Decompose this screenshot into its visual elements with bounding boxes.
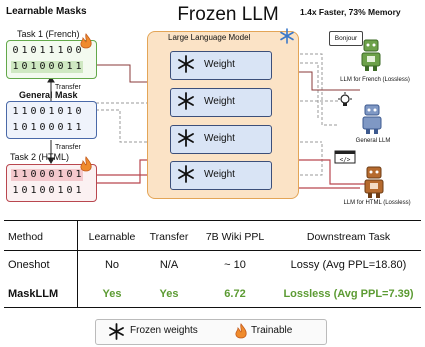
snowflake-icon	[178, 165, 194, 183]
html-llm-label: LLM for HTML (Lossless)	[343, 200, 411, 206]
task1-label: Task 1 (French)	[17, 29, 80, 39]
flame-icon	[80, 33, 92, 49]
table-header-rule	[4, 250, 421, 251]
table-divider	[77, 220, 78, 307]
weight-block-1: Weight	[170, 51, 272, 80]
frozen-llm-title: Frozen LLM	[177, 4, 279, 25]
french-llm-label: LLM for French (Lossless)	[340, 77, 410, 83]
transfer-label-2: Transfer	[55, 144, 81, 151]
header-transfer: Transfer	[149, 230, 189, 243]
speed-memory-note: 1.4x Faster, 73% Memory	[300, 7, 401, 17]
llm-box-label: Large Language Model	[168, 33, 251, 42]
idea-bulb-icon	[338, 92, 352, 106]
snowflake-icon	[178, 129, 194, 147]
snowflake-icon	[280, 28, 294, 44]
legend-trainable-label: Trainable	[251, 325, 293, 336]
snowflake-icon	[178, 55, 194, 73]
task2-label: Task 2 (HTML)	[10, 152, 70, 162]
svg-text:</>: </>	[340, 157, 351, 164]
cell-wiki-ppl: 6.72	[224, 287, 246, 300]
table-top-rule	[4, 220, 421, 221]
snowflake-icon	[109, 323, 124, 340]
cell-learnable: Yes	[102, 287, 122, 300]
cell-method: Oneshot	[8, 259, 50, 271]
legend: Frozen weights Trainable	[95, 319, 327, 345]
flame-icon	[80, 156, 92, 172]
code-window-icon: </>	[334, 150, 356, 164]
cell-downstream: Lossless (Avg PPL=7.39)	[283, 287, 414, 300]
cell-learnable: No	[104, 259, 120, 271]
llm-box: Large Language Model Weight Weight Weigh…	[147, 28, 299, 199]
weight-label: Weight	[204, 169, 235, 180]
html-right-line	[270, 159, 366, 185]
transfer-label-1: Transfer	[55, 84, 81, 91]
flame-icon	[235, 323, 247, 339]
header-downstream: Downstream Task	[306, 230, 391, 243]
legend-frozen-label: Frozen weights	[130, 325, 198, 336]
header-method: Method	[8, 230, 44, 243]
table-row: MaskLLM Yes Yes 6.72 Lossless (Avg PPL=7…	[4, 280, 422, 307]
weight-label: Weight	[204, 96, 235, 107]
header-learnable: Learnable	[88, 230, 136, 243]
robot-icon-green	[361, 39, 381, 71]
general-llm-label: General LLM	[355, 138, 391, 144]
header-wiki-ppl: 7B Wiki PPL	[205, 230, 265, 243]
cell-downstream: Lossy (Avg PPL=18.80)	[290, 259, 407, 271]
weight-block-3: Weight	[170, 125, 272, 154]
general-mask-label: General Mask	[19, 90, 78, 100]
general-left-path-2	[96, 109, 168, 143]
weight-label: Weight	[204, 133, 235, 144]
cell-method: MaskLLM	[8, 287, 59, 300]
weight-label: Weight	[204, 59, 235, 70]
table-bottom-rule	[4, 307, 421, 308]
learnable-masks-title: Learnable Masks	[6, 6, 87, 17]
results-table: Method Learnable Transfer 7B Wiki PPL Do…	[4, 223, 422, 307]
cell-wiki-ppl: ~ 10	[224, 259, 246, 271]
robot-icon-brown	[364, 166, 384, 198]
weight-block-4: Weight	[170, 161, 272, 190]
speech-bubble: Bonjour	[329, 31, 363, 46]
table-row: Oneshot No N/A ~ 10 Lossy (Avg PPL=18.80…	[4, 250, 422, 280]
robot-icon-blue	[362, 104, 382, 134]
weight-block-2: Weight	[170, 88, 272, 117]
cell-transfer: N/A	[159, 259, 179, 271]
cell-transfer: Yes	[159, 287, 179, 300]
snowflake-icon	[178, 92, 194, 110]
table-header-row: Method Learnable Transfer 7B Wiki PPL Do…	[4, 223, 422, 250]
